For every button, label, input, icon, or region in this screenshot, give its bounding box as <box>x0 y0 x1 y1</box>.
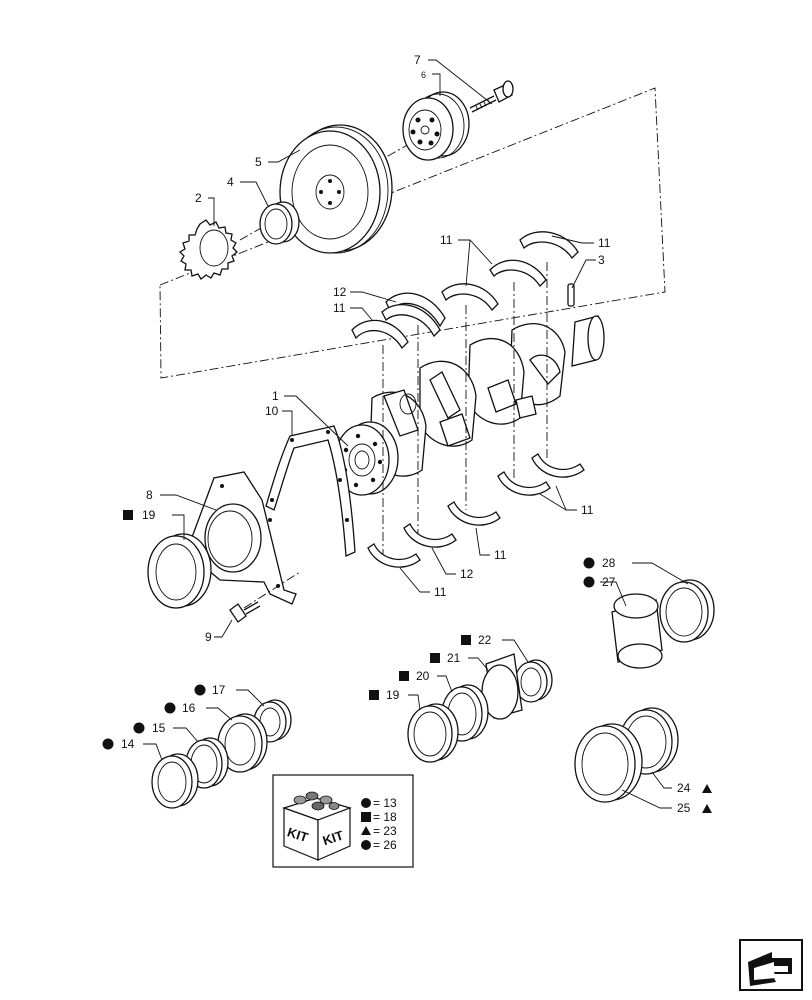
upper-bearing-shells <box>351 231 579 350</box>
ring-part-4 <box>259 201 300 245</box>
square-marker <box>369 690 379 700</box>
callout-11f: 11 <box>434 585 447 599</box>
callout-24: 24 <box>677 781 691 795</box>
circle-marker <box>583 557 595 569</box>
callout-9: 9 <box>205 630 212 644</box>
callout-11b: 11 <box>598 236 611 250</box>
legend-row-2: = 18 <box>373 810 397 824</box>
screw-part-9 <box>229 571 301 623</box>
callout-14: 14 <box>121 737 135 751</box>
callout-6: 6 <box>421 70 426 80</box>
callout-19b: 19 <box>386 688 400 702</box>
callout-12a: 12 <box>333 285 347 299</box>
callout-15: 15 <box>152 721 166 735</box>
callout-11d: 11 <box>581 503 594 517</box>
kit-label-right: KIT <box>321 828 346 849</box>
seal-kit-group-right-lower <box>574 707 679 803</box>
callout-25: 25 <box>677 801 691 815</box>
seal-kit-group-left <box>151 699 292 809</box>
crankshaft-part-1 <box>334 315 605 496</box>
callout-20: 20 <box>416 669 430 683</box>
callout-8: 8 <box>146 488 153 502</box>
square-marker <box>123 510 133 520</box>
callout-1: 1 <box>272 389 279 403</box>
kit-label-left: KIT <box>285 824 310 845</box>
kit-legend: KIT KIT = 13 = 18 = 23 = 26 <box>272 774 414 868</box>
legend-circle-marker <box>361 798 371 808</box>
callout-2: 2 <box>195 191 202 205</box>
leader-lines <box>143 59 689 809</box>
callout-19a: 19 <box>142 508 156 522</box>
alignment-lines <box>382 262 548 560</box>
callout-10: 10 <box>265 404 279 418</box>
callout-11e: 11 <box>494 548 507 562</box>
circle-marker <box>133 722 145 734</box>
legend-row-4: = 26 <box>373 838 397 852</box>
circle-marker <box>102 738 114 750</box>
kit-markers <box>102 510 712 813</box>
callout-21: 21 <box>447 651 461 665</box>
square-marker <box>399 671 409 681</box>
callout-27: 27 <box>602 575 616 589</box>
seal-kit-group-right-upper <box>611 579 715 669</box>
legend-triangle-marker <box>361 826 371 835</box>
bolt-part-7 <box>469 80 514 113</box>
callout-4: 4 <box>227 175 234 189</box>
circle-marker <box>194 684 206 696</box>
legend-square-marker <box>361 812 371 822</box>
callout-11a: 11 <box>440 233 453 247</box>
seal-kit-group-middle <box>407 653 553 763</box>
callout-7: 7 <box>414 53 421 67</box>
seal-housing-part-8 <box>187 471 297 605</box>
circle-marker <box>164 702 176 714</box>
callout-5: 5 <box>255 155 262 169</box>
arrow-nav-icon[interactable] <box>739 939 803 991</box>
gasket-part-10 <box>265 425 356 557</box>
dowel-part-3 <box>567 283 575 307</box>
callout-11c: 11 <box>333 301 346 315</box>
legend-circle-marker <box>361 840 371 850</box>
callout-28: 28 <box>602 556 616 570</box>
circle-marker <box>583 576 595 588</box>
damper-part-5 <box>279 124 393 254</box>
seal-part-19-left <box>147 533 212 609</box>
triangle-marker <box>702 784 712 793</box>
legend-row-1: = 13 <box>373 796 397 810</box>
legend-row-3: = 23 <box>373 824 397 838</box>
lower-bearing-shells <box>367 453 585 568</box>
gear-part-2 <box>178 219 238 280</box>
square-marker <box>430 653 440 663</box>
triangle-marker <box>702 804 712 813</box>
square-marker <box>461 635 471 645</box>
callout-3: 3 <box>598 253 605 267</box>
callout-22: 22 <box>478 633 492 647</box>
callouts: 7 6 5 4 2 11 11 3 12 11 1 10 8 19 9 11 1… <box>121 53 691 815</box>
callout-17: 17 <box>212 683 226 697</box>
callout-12b: 12 <box>460 567 474 581</box>
pulley-part-6 <box>402 91 470 161</box>
callout-16: 16 <box>182 701 196 715</box>
kit-box-icon: KIT KIT <box>282 791 352 861</box>
